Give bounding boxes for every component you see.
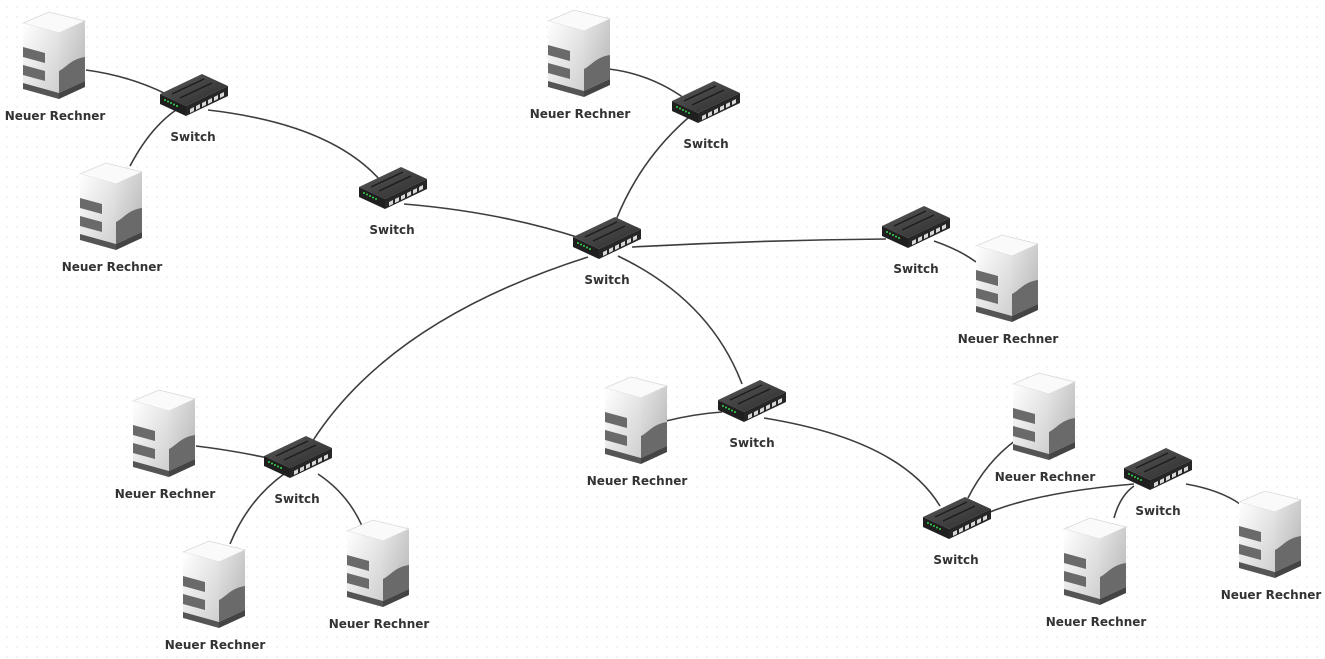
- switch-node-sw8[interactable]: Switch: [922, 496, 992, 567]
- node-label: Switch: [369, 223, 414, 237]
- node-label: Neuer Rechner: [5, 109, 106, 123]
- computer-node-pc10[interactable]: Neuer Rechner: [1221, 490, 1322, 602]
- connection-sw5-pc4: [933, 240, 977, 263]
- computer-node-pc1[interactable]: Neuer Rechner: [5, 11, 106, 123]
- connection-sw6-pc7: [317, 473, 363, 527]
- server-tower-icon: [547, 9, 611, 98]
- computer-node-pc7[interactable]: Neuer Rechner: [329, 519, 430, 631]
- connection-sw2-sw3: [403, 203, 581, 239]
- connection-pc5-sw6: [195, 445, 269, 459]
- switch-node-sw2[interactable]: Switch: [358, 166, 428, 237]
- node-label: Neuer Rechner: [1221, 588, 1322, 602]
- node-label: Switch: [584, 273, 629, 287]
- node-label: Switch: [683, 137, 728, 151]
- node-label: Switch: [933, 553, 978, 567]
- node-label: Neuer Rechner: [62, 260, 163, 274]
- switch-node-sw7[interactable]: Switch: [717, 379, 787, 450]
- switch-node-sw5[interactable]: Switch: [881, 205, 951, 276]
- edges-layer: [85, 68, 1241, 545]
- node-label: Switch: [1135, 504, 1180, 518]
- server-tower-icon: [1238, 490, 1302, 579]
- node-label: Switch: [170, 130, 215, 144]
- node-label: Neuer Rechner: [995, 470, 1096, 484]
- nodes-layer: SwitchSwitchSwitchSwitchSwitchSwitchSwit…: [5, 9, 1322, 652]
- switch-node-sw3[interactable]: Switch: [572, 216, 642, 287]
- connection-sw4-sw3: [615, 117, 689, 221]
- connection-sw8-sw9: [989, 483, 1135, 513]
- connection-sw9-pc10: [1185, 483, 1241, 505]
- node-label: Neuer Rechner: [1046, 615, 1147, 629]
- network-switch-icon: [263, 435, 333, 479]
- node-label: Neuer Rechner: [958, 332, 1059, 346]
- network-switch-icon: [717, 379, 787, 423]
- node-label: Neuer Rechner: [329, 617, 430, 631]
- node-label: Neuer Rechner: [530, 107, 631, 121]
- server-tower-icon: [22, 11, 86, 100]
- server-tower-icon: [182, 540, 246, 629]
- node-label: Neuer Rechner: [587, 474, 688, 488]
- network-switch-icon: [1123, 447, 1193, 491]
- network-switch-icon: [159, 73, 229, 117]
- connection-sw3-sw6: [311, 256, 589, 443]
- network-switch-icon: [572, 216, 642, 260]
- connection-pc1-sw1: [85, 69, 167, 95]
- switch-node-sw1[interactable]: Switch: [159, 73, 229, 144]
- connection-pc8-sw7: [665, 411, 723, 422]
- connection-pc2-sw1: [129, 109, 177, 167]
- node-label: Switch: [893, 262, 938, 276]
- switch-node-sw4[interactable]: Switch: [671, 80, 741, 151]
- computer-node-pc9[interactable]: Neuer Rechner: [995, 372, 1096, 484]
- network-switch-icon: [881, 205, 951, 249]
- computer-node-pc4[interactable]: Neuer Rechner: [958, 234, 1059, 346]
- network-switch-icon: [922, 496, 992, 540]
- computer-node-pc5[interactable]: Neuer Rechner: [115, 389, 216, 501]
- server-tower-icon: [132, 389, 196, 478]
- connection-sw6-pc6: [229, 473, 285, 545]
- connection-pc3-sw4: [608, 68, 685, 99]
- node-label: Switch: [729, 436, 774, 450]
- computer-node-pc2[interactable]: Neuer Rechner: [62, 162, 163, 274]
- server-tower-icon: [1063, 517, 1127, 606]
- network-switch-icon: [671, 80, 741, 124]
- node-label: Switch: [274, 492, 319, 506]
- computer-node-pc3[interactable]: Neuer Rechner: [530, 9, 631, 121]
- server-tower-icon: [1012, 372, 1076, 461]
- connection-sw3-sw5: [631, 238, 887, 248]
- node-label: Neuer Rechner: [115, 487, 216, 501]
- server-tower-icon: [79, 162, 143, 251]
- connection-sw9-pc11: [1113, 485, 1135, 519]
- computer-node-pc6[interactable]: Neuer Rechner: [165, 540, 266, 652]
- server-tower-icon: [975, 234, 1039, 323]
- server-tower-icon: [346, 519, 410, 608]
- network-switch-icon: [358, 166, 428, 210]
- connection-sw1-sw2: [207, 109, 381, 181]
- computer-node-pc8[interactable]: Neuer Rechner: [587, 376, 688, 488]
- connection-sw3-sw7: [617, 255, 743, 385]
- server-tower-icon: [604, 376, 668, 465]
- computer-node-pc11[interactable]: Neuer Rechner: [1046, 517, 1147, 629]
- switch-node-sw9[interactable]: Switch: [1123, 447, 1193, 518]
- node-label: Neuer Rechner: [165, 638, 266, 652]
- switch-node-sw6[interactable]: Switch: [263, 435, 333, 506]
- connection-sw8-pc9: [967, 439, 1017, 499]
- connection-sw7-sw8: [763, 417, 941, 507]
